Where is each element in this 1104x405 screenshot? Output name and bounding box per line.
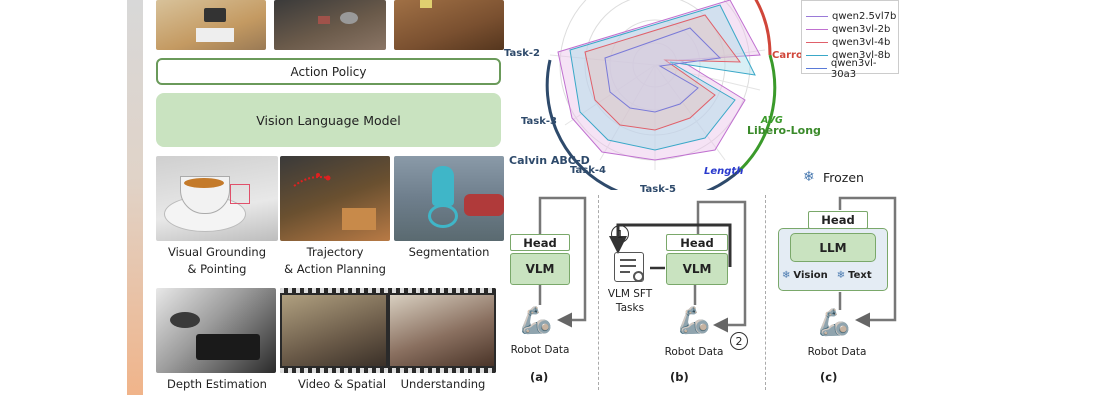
- caption-pointing: & Pointing: [187, 261, 247, 276]
- panel-c-label: (c): [820, 370, 838, 384]
- text-snowflake-icon: ❄: [836, 270, 846, 281]
- panel-a-vlm: VLM: [510, 253, 570, 285]
- vision-snowflake-icon: ❄: [782, 270, 791, 281]
- caption-video-spatial: Video & Spatial: [297, 377, 387, 391]
- caption-depth-estimation: Depth Estimation: [167, 377, 267, 391]
- panel-b-head: Head: [666, 234, 728, 251]
- photo-depth-estimation: [156, 288, 276, 373]
- vision-language-model-box: Vision Language Model: [156, 93, 501, 147]
- vlm-sft-tasks-label: Tasks: [615, 301, 645, 314]
- divider-b-c: [765, 195, 766, 390]
- radar-label-avg: AVG: [761, 115, 783, 126]
- radar-label-libero-long: Libero-Long: [747, 124, 821, 137]
- snowflake-icon: ❄: [803, 169, 815, 185]
- photo-robot-table-2: [274, 0, 386, 50]
- caption-understanding: Understanding: [400, 377, 486, 391]
- caption-segmentation: Segmentation: [408, 245, 490, 259]
- radar-legend: qwen2.5vl7b qwen3vl-2b qwen3vl-4b qwen3v…: [801, 0, 899, 80]
- vlm-sft-label: VLM SFT: [607, 288, 653, 300]
- panel-a-head: Head: [510, 234, 570, 251]
- radar-label-task-2: Task-2: [504, 48, 540, 59]
- panel-c-robot-arm-icon: 🦾: [818, 308, 851, 338]
- vision-label: Vision: [793, 270, 828, 281]
- step-1-marker: 1: [611, 225, 629, 243]
- divider-a-b: [598, 195, 599, 390]
- radar-label-calvin: Calvin ABC-D: [509, 154, 590, 167]
- panel-b-vlm: VLM: [666, 253, 728, 285]
- panel-a-label: (a): [530, 370, 549, 384]
- radar-label-length: Length: [704, 166, 744, 177]
- legend-item: qwen3vl-8b: [802, 49, 898, 62]
- panel-a-robot-arm-icon: 🦾: [520, 306, 553, 336]
- frozen-label: Frozen: [823, 170, 864, 185]
- panel-c-llm: LLM: [790, 233, 876, 262]
- photo-robot-table-3: [394, 0, 504, 50]
- photo-segmentation-cyclist: [394, 156, 504, 241]
- legend-item: qwen3vl-30a3: [802, 58, 898, 80]
- radar-label-task-4: Task-4: [570, 165, 606, 176]
- caption-visual-grounding: Visual Grounding: [167, 245, 267, 259]
- photo-trajectory-kitchen: [280, 156, 390, 241]
- document-gear-icon: [614, 252, 644, 282]
- panel-a-robot-data: Robot Data: [510, 344, 570, 356]
- radar-label-carrot: Carrot: [772, 50, 808, 61]
- caption-trajectory: Trajectory: [306, 245, 364, 259]
- radar-label-task-5: Task-5: [640, 184, 676, 195]
- text-label: Text: [848, 270, 872, 281]
- radar-label-task-3: Task-3: [521, 116, 557, 127]
- photo-video-film-strip: [280, 288, 496, 373]
- radar-chart: [545, 0, 777, 190]
- action-policy-box: Action Policy: [156, 58, 501, 85]
- panel-b-label: (b): [670, 370, 689, 384]
- legend-item: qwen3vl-4b: [802, 36, 898, 49]
- panel-c-robot-data: Robot Data: [807, 346, 867, 358]
- legend-item: qwen2.5vl7b: [802, 10, 898, 23]
- legend-item: qwen3vl-2b: [802, 23, 898, 36]
- panel-c-head: Head: [808, 211, 868, 229]
- panel-b-robot-data: Robot Data: [664, 346, 724, 358]
- caption-action-planning: & Action Planning: [284, 261, 386, 276]
- photo-tea-cup: [156, 156, 278, 241]
- photo-robot-table-1: [156, 0, 266, 50]
- panel-b-robot-arm-icon: 🦾: [678, 306, 711, 336]
- step-2-marker: 2: [730, 332, 748, 350]
- gradient-sidebar: [127, 0, 143, 395]
